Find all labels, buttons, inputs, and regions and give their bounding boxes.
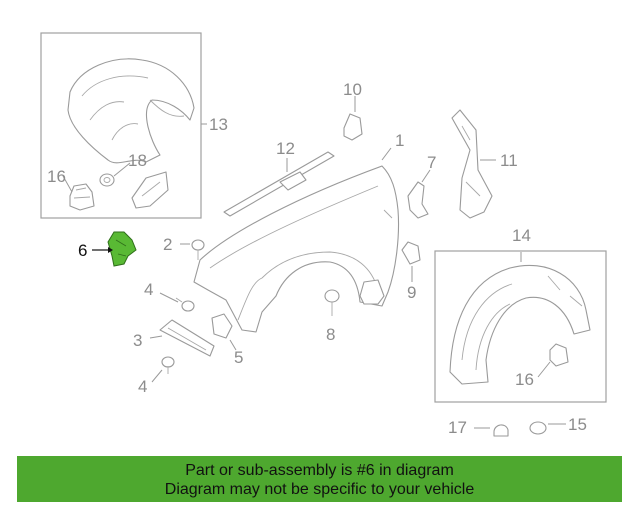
callout-1: 1 <box>395 131 404 150</box>
callout-16-upper: 16 <box>47 167 66 186</box>
clip-5[interactable] <box>211 313 233 339</box>
callout-13: 13 <box>209 115 228 134</box>
bracket-10[interactable] <box>343 113 363 141</box>
callout-14: 14 <box>512 226 531 245</box>
callout-15: 15 <box>568 415 587 434</box>
callout-5: 5 <box>234 348 243 367</box>
bracket-7[interactable] <box>407 181 429 219</box>
fender-liner-rear[interactable] <box>449 264 591 385</box>
bolt-4-upper[interactable] <box>175 297 195 312</box>
bracket-9[interactable] <box>401 241 421 265</box>
callout-2: 2 <box>163 235 172 254</box>
callout-17: 17 <box>448 418 467 437</box>
part-6-highlighted[interactable] <box>107 231 137 267</box>
liner-group-box-13 <box>40 32 202 219</box>
bracket-liner[interactable] <box>131 171 169 209</box>
clip-15[interactable] <box>529 421 547 435</box>
bolt-4-lower[interactable] <box>161 356 175 374</box>
clip-16-lower[interactable] <box>549 343 569 367</box>
callout-7: 7 <box>427 153 436 172</box>
bracket-3[interactable] <box>159 319 215 357</box>
callout-9: 9 <box>407 283 416 302</box>
clip-17[interactable] <box>493 424 509 437</box>
liner-group-box-14 <box>434 250 607 403</box>
clip-16-upper[interactable] <box>69 183 95 211</box>
callout-16-lower: 16 <box>515 370 534 389</box>
banner-line-1: Part or sub-assembly is #6 in diagram <box>185 462 454 479</box>
bolt-18[interactable] <box>99 173 115 187</box>
callout-6: 6 <box>78 241 87 260</box>
callout-10: 10 <box>343 80 362 99</box>
callout-18: 18 <box>128 151 147 170</box>
callout-8: 8 <box>326 325 335 344</box>
callout-4-lower: 4 <box>138 377 147 396</box>
banner-line-2: Diagram may not be specific to your vehi… <box>164 481 475 498</box>
info-banner: Part or sub-assembly is #6 in diagram Di… <box>17 456 622 502</box>
bracket-11[interactable] <box>451 109 493 219</box>
bolt-8[interactable] <box>324 289 340 316</box>
parts-diagram: 1 2 3 4 4 5 6 7 8 9 10 11 12 13 14 15 16… <box>40 32 607 437</box>
fender-liner-front[interactable] <box>67 58 195 164</box>
callout-11: 11 <box>500 151 518 170</box>
callout-4-upper: 4 <box>144 280 153 299</box>
front-fender[interactable] <box>193 165 400 333</box>
callout-12: 12 <box>276 139 295 158</box>
screw-2[interactable] <box>191 239 205 260</box>
callout-3: 3 <box>133 331 142 350</box>
fender-seal-12[interactable] <box>223 151 335 217</box>
